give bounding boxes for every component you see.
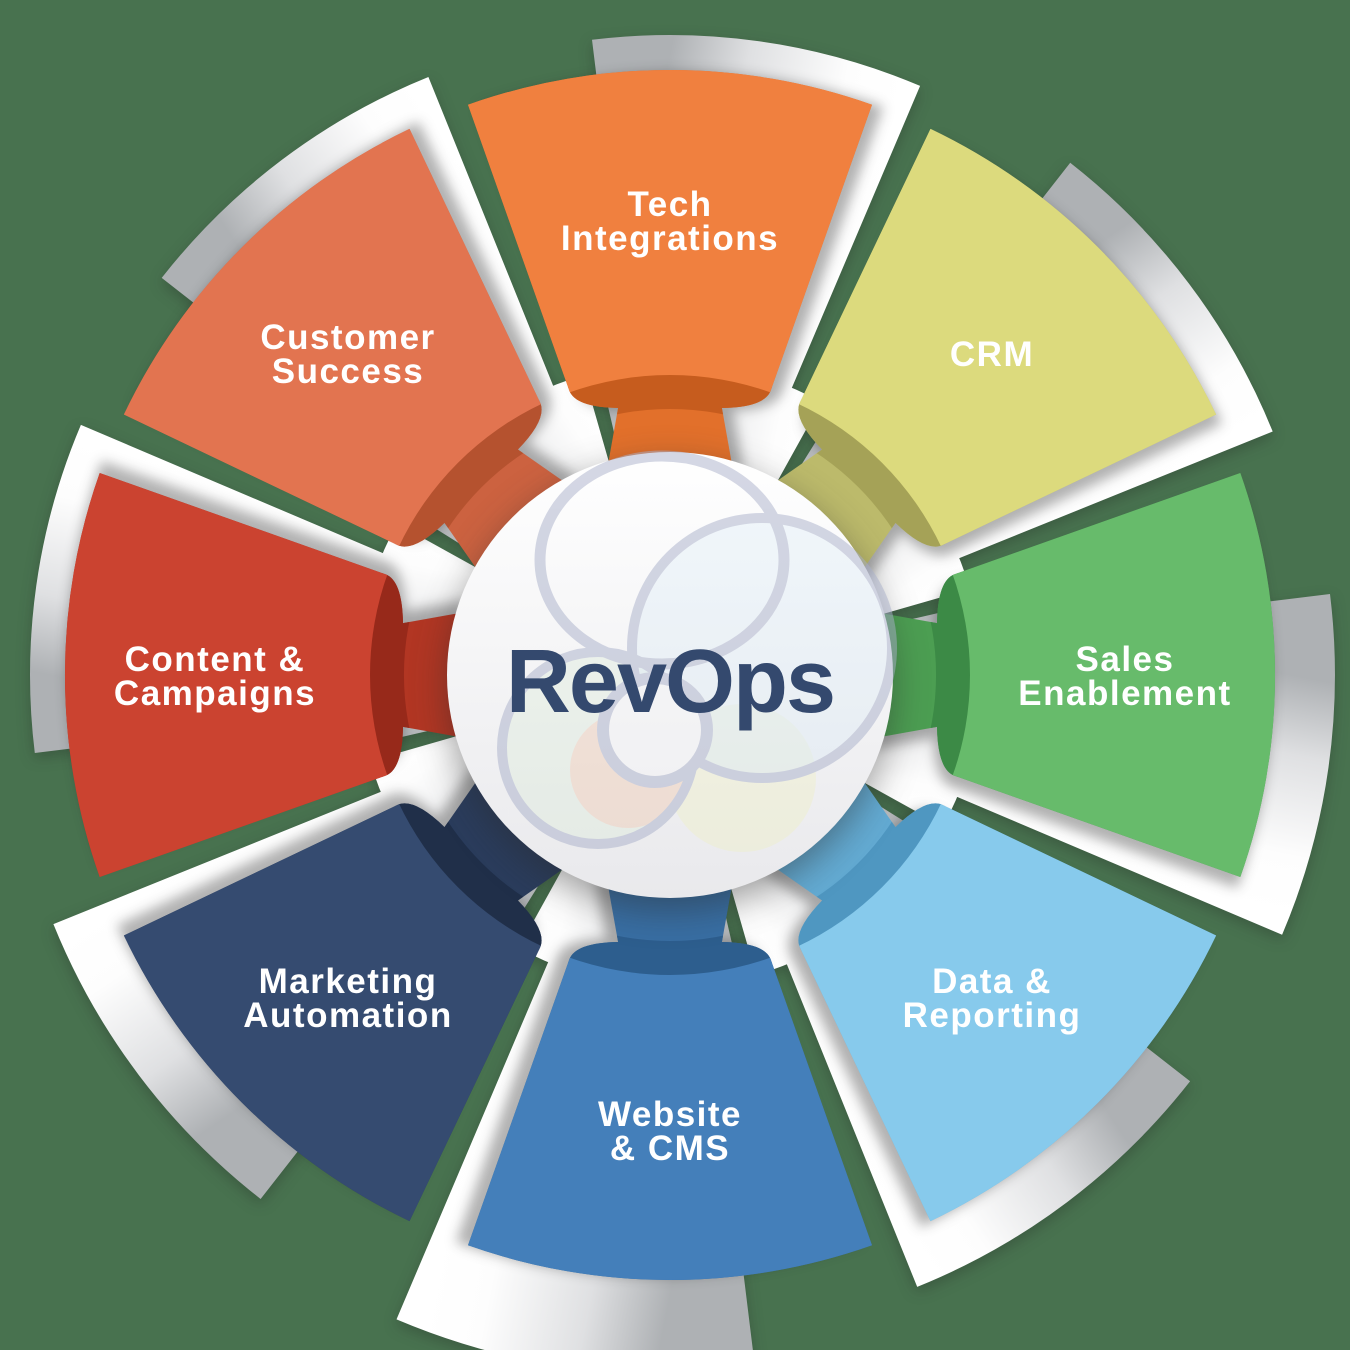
segment-label-sales-enablement-line2: Enablement [1018, 674, 1231, 713]
segment-label-content-campaigns-line1: Content & [125, 640, 306, 679]
logo-circles-icon [497, 450, 897, 852]
segment-label-data-reporting-line1: Data & [932, 962, 1052, 1001]
segment-band-sales-enablement [920, 570, 975, 780]
segment-customer-success [123, 128, 570, 575]
segment-band-marketing-automation [393, 787, 558, 952]
segment-band-customer-success [393, 398, 558, 563]
segment-label-customer-success-line1: Customer [260, 318, 435, 357]
segment-body-tech-integrations [468, 69, 872, 394]
segment-body-content-campaigns [64, 473, 389, 877]
segment-band-tech-integrations [565, 370, 775, 425]
segment-label-data-reporting-line2: Reporting [903, 996, 1082, 1035]
segment-band-crm [782, 398, 947, 563]
segment-label-website-cms-line1: Website [598, 1095, 742, 1134]
segment-sales-enablement [875, 473, 1276, 877]
segment-label-marketing-automation-line1: Marketing [259, 962, 438, 1001]
segment-label-content-campaigns-line2: Campaigns [114, 674, 316, 713]
segment-label-crm-line1: CRM [950, 335, 1034, 374]
segment-body-crm [796, 128, 1217, 549]
segment-label-customer-success-line2: Success [272, 352, 425, 391]
segment-band-website-cms [565, 925, 775, 980]
hub-title: RevOps [506, 632, 834, 732]
segment-data-reporting [770, 775, 1217, 1222]
segment-band-content-campaigns [365, 570, 420, 780]
segment-tech-integrations [468, 69, 872, 470]
segment-body-website-cms [468, 956, 872, 1281]
segment-body-marketing-automation [123, 801, 544, 1222]
segment-label-tech-integrations-line1: Tech [627, 185, 712, 224]
segment-content-campaigns [64, 473, 465, 877]
segment-body-data-reporting [796, 801, 1217, 1222]
segments-layer [64, 69, 1276, 1281]
segment-band-data-reporting [782, 787, 947, 952]
segment-label-sales-enablement-line1: Sales [1076, 640, 1175, 679]
segment-marketing-automation [123, 775, 570, 1222]
segment-website-cms [468, 880, 872, 1281]
segment-label-tech-integrations-line2: Integrations [561, 219, 779, 258]
segment-label-marketing-automation-line2: Automation [243, 996, 452, 1035]
segment-crm [770, 128, 1217, 575]
center-hub: RevOps [447, 450, 897, 898]
segment-label-website-cms-line2: & CMS [610, 1129, 730, 1168]
segment-body-sales-enablement [951, 473, 1276, 877]
segment-body-customer-success [123, 128, 544, 549]
